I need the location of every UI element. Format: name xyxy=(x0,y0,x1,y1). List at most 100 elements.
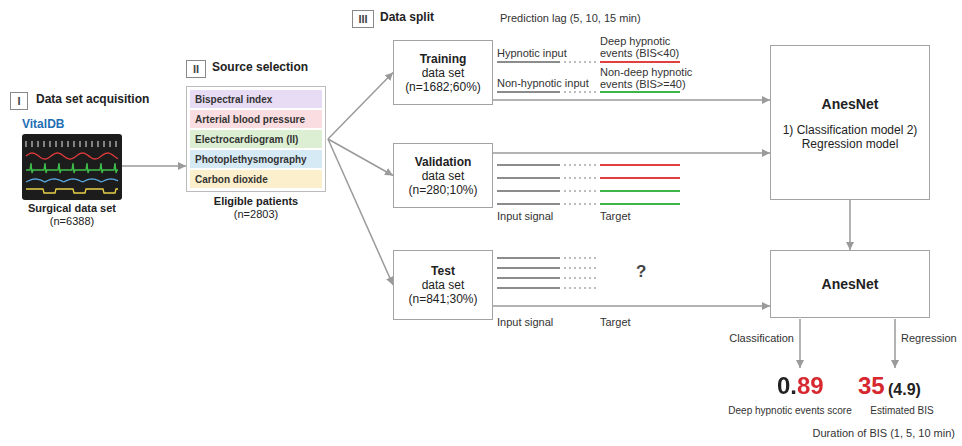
target-line xyxy=(600,203,680,205)
section-badge: III xyxy=(352,10,374,28)
input-line xyxy=(497,267,560,269)
output-arrow xyxy=(894,319,896,368)
node-title: Photoplethysmography xyxy=(195,154,307,165)
source-band: Bispectral index xyxy=(190,90,322,108)
node-title: AnesNet xyxy=(822,275,879,293)
lag-dots xyxy=(564,257,597,259)
dataset-box: Validationdata set (n=280;10%) xyxy=(393,143,493,208)
target-label: Non-deep hypnotic events (BIS>=40) xyxy=(600,66,700,90)
target-line xyxy=(600,190,680,192)
output-label: Regression xyxy=(901,332,957,345)
target-line xyxy=(600,177,680,179)
node-title: I xyxy=(17,95,20,107)
monitor-source: VitalDB Surgical data set(n=6388) xyxy=(22,116,122,228)
test-signals xyxy=(497,258,597,288)
input-line xyxy=(497,190,560,192)
input-line xyxy=(497,61,560,63)
input-line xyxy=(497,91,560,93)
value-caption: Deep hypnotic events score xyxy=(718,404,862,417)
source-band: Carbon dioxide xyxy=(190,170,322,188)
section-title: Source selection xyxy=(212,61,308,74)
node-title: VitalDB xyxy=(22,116,122,132)
validation-signals xyxy=(497,165,680,204)
node-text: Surgical data set xyxy=(22,202,122,215)
model-box: AnesNet xyxy=(770,250,930,318)
input-line xyxy=(497,203,560,205)
unknown-mark: ? xyxy=(636,263,646,281)
signal-label: Non-hypnotic input xyxy=(497,77,589,90)
node-text: 1) Classification model 2) Regression mo… xyxy=(777,123,923,151)
lag-dots xyxy=(564,287,597,289)
note: Prediction lag (5, 10, 15 min) xyxy=(500,12,641,25)
note: Duration of BIS (1, 5, 10 min) xyxy=(795,427,955,440)
input-line xyxy=(497,257,560,259)
section-title: Data split xyxy=(380,11,434,24)
output-arrow xyxy=(799,319,801,368)
node-title: Validation xyxy=(415,155,472,169)
flow-arrow xyxy=(849,200,851,250)
value-caption: Estimated BIS xyxy=(862,404,942,417)
lag-dots xyxy=(564,190,597,192)
flow-arrow xyxy=(493,305,770,307)
node-text: (n=2803) xyxy=(187,208,325,221)
node-text: data set (n=280;10%) xyxy=(400,169,486,197)
section-title: Data set acquisition xyxy=(36,93,149,106)
target-line xyxy=(600,91,680,93)
lag-dots xyxy=(564,177,597,179)
section-badge: II xyxy=(186,60,206,78)
node-title: Electrocardiogram (II) xyxy=(195,134,298,145)
node-text: data set (n=1682;60%) xyxy=(400,66,486,94)
target-label: Target xyxy=(600,210,631,223)
lag-dots xyxy=(564,164,597,166)
input-line xyxy=(497,277,560,279)
node-title: Bispectral index xyxy=(195,94,272,105)
source-band: Electrocardiogram (II) xyxy=(190,130,322,148)
signal-label: Input signal xyxy=(497,316,553,329)
input-line xyxy=(497,177,560,179)
input-line xyxy=(497,287,560,289)
dataset-box: Trainingdata set (n=1682;60%) xyxy=(393,40,493,105)
lag-dots xyxy=(564,203,597,205)
waveform xyxy=(26,163,118,173)
waveforms xyxy=(26,141,118,193)
model-box: AnesNet 1) Classification model 2) Regres… xyxy=(770,45,930,200)
waveform xyxy=(26,153,118,159)
output-label: Classification xyxy=(714,332,794,345)
lag-dots xyxy=(564,277,597,279)
node-title: Eligible patients xyxy=(187,195,325,208)
signal-label: Input signal xyxy=(497,210,553,223)
target-line xyxy=(600,61,680,63)
flow-arrow xyxy=(122,165,186,167)
node-title: Test xyxy=(431,264,455,278)
target-label: Deep hypnotic events (BIS<40) xyxy=(600,35,700,59)
input-line xyxy=(497,164,560,166)
node-title: AnesNet xyxy=(822,95,879,113)
target-label: Target xyxy=(600,316,631,329)
dataset-box: Testdata set (n=841;30%) xyxy=(393,250,493,320)
node-text: (n=6388) xyxy=(22,215,122,228)
lag-dots xyxy=(564,61,597,63)
lag-dots xyxy=(564,267,597,269)
lag-dots xyxy=(564,91,597,93)
node-title: II xyxy=(193,63,199,75)
bis-value: 35 xyxy=(858,372,885,400)
source-band: Arterial blood pressure xyxy=(190,110,322,128)
signal-label: Hypnotic input xyxy=(497,47,567,60)
section-badge: I xyxy=(10,92,28,110)
node-title: III xyxy=(358,13,367,25)
flow-arrow xyxy=(328,139,393,176)
bis-spread: (4.9) xyxy=(888,381,921,399)
flow-arrow xyxy=(328,73,393,140)
flow-arrow xyxy=(493,99,770,101)
flow-arrow xyxy=(493,152,770,154)
source-band: Photoplethysmography xyxy=(190,150,322,168)
waveform xyxy=(26,189,118,193)
screen-body xyxy=(22,134,122,200)
score-value: 0.89 xyxy=(777,372,824,400)
tick-wave xyxy=(26,141,116,147)
node-title: Carbon dioxide xyxy=(195,174,268,185)
node-text: data set (n=841;30%) xyxy=(400,278,486,306)
flow-arrow xyxy=(328,139,393,285)
source-box: Eligible patients(n=2803)Bispectral inde… xyxy=(186,86,326,192)
